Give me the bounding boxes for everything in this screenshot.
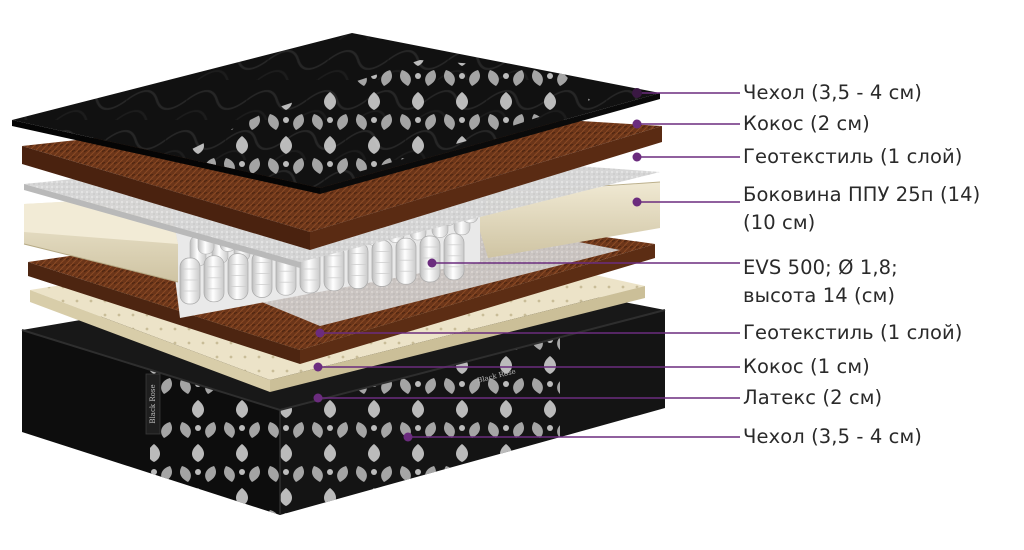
label-cover-bottom: Чехол (3,5 - 4 см): [743, 425, 922, 448]
label-coir-2cm: Кокос (2 см): [743, 112, 870, 135]
label-cover-top: Чехол (3,5 - 4 см): [743, 81, 922, 104]
pocket-spring: [371, 240, 393, 287]
leader-lines: [313, 88, 740, 442]
pocket-spring: [179, 257, 201, 305]
pocket-spring: [347, 242, 369, 289]
pocket-spring: [395, 237, 417, 285]
pocket-spring: [443, 233, 465, 281]
label-foam-side: Боковина ППУ 25п (14): [743, 183, 981, 206]
label-foam-side-height: (10 см): [743, 211, 816, 234]
label-latex: Латекс (2 см): [743, 386, 883, 409]
label-springs: EVS 500; Ø 1,8;: [743, 256, 898, 279]
label-springs-height: высота 14 (см): [743, 284, 896, 307]
label-geotextile-bottom: Геотекстиль (1 слой): [743, 321, 963, 344]
brand-tag-left: Black Rose: [145, 373, 161, 435]
top-cover: [12, 33, 660, 194]
pocket-spring: [203, 255, 225, 303]
label-geotextile-top: Геотекстиль (1 слой): [743, 145, 963, 168]
brand-tag-text-left: Black Rose: [149, 384, 157, 423]
label-coir-1cm: Кокос (1 см): [743, 355, 870, 378]
pocket-spring: [227, 253, 249, 300]
